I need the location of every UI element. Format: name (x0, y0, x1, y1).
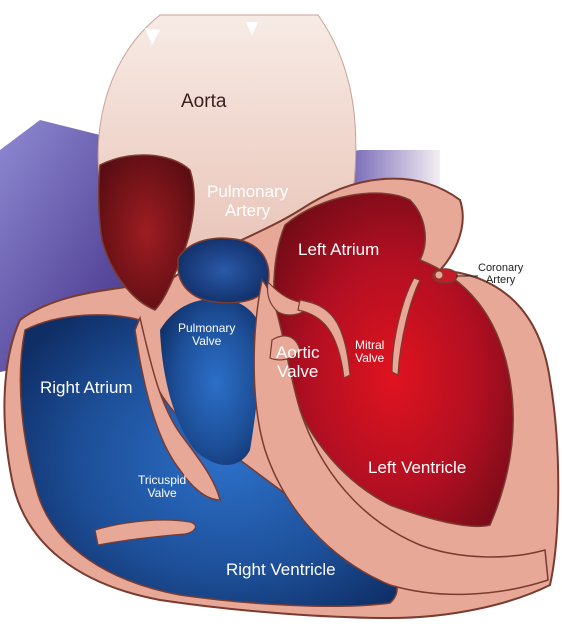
tricuspid-valve-label: Tricuspid Valve (138, 474, 186, 501)
left-atrium-label: Left Atrium (298, 240, 379, 259)
coronary-artery-lumen (435, 271, 443, 279)
pulmonary-valve-bulb (178, 238, 269, 303)
mitral-valve-label: Mitral Valve (355, 339, 384, 366)
right-atrium-label: Right Atrium (40, 378, 133, 397)
pulmonary-artery-label: Pulmonary Artery (207, 182, 288, 220)
aortic-valve-label: Aortic Valve (276, 343, 319, 381)
aorta-label: Aorta (181, 91, 226, 112)
pulmonary-valve-label: Pulmonary Valve (178, 322, 235, 349)
right-ventricle-label: Right Ventricle (226, 560, 336, 579)
left-ventricle-label: Left Ventricle (368, 458, 466, 477)
coronary-artery-label: Coronary Artery (478, 262, 523, 287)
